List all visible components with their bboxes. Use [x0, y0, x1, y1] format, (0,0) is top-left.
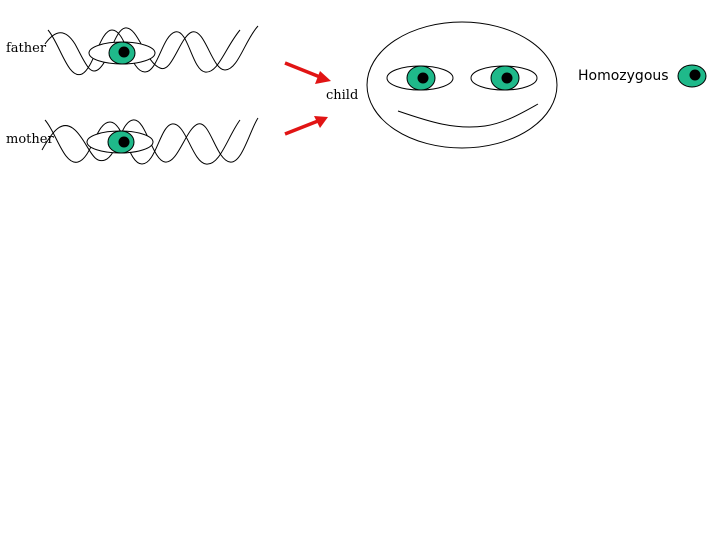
child-face: [366, 21, 558, 149]
father-to-child-arrow-icon: [284, 61, 331, 84]
child-right-eye-icon: [470, 65, 538, 91]
child-face-outline: [366, 21, 558, 149]
mother-curve-2: [44, 119, 241, 165]
mother-eye-icon: [86, 130, 154, 154]
child-mouth: [397, 103, 539, 128]
homozygous-label: Homozygous: [578, 68, 669, 84]
mother-label: mother: [6, 132, 54, 147]
mother-to-child-arrow-icon: [284, 116, 328, 136]
father-curve-2: [47, 29, 241, 76]
child-label: child: [326, 88, 359, 103]
father-eye-icon: [88, 41, 156, 65]
child-left-eye-icon: [386, 65, 454, 91]
homozygous-eye-icon: [677, 64, 707, 88]
father-label: father: [6, 41, 47, 56]
